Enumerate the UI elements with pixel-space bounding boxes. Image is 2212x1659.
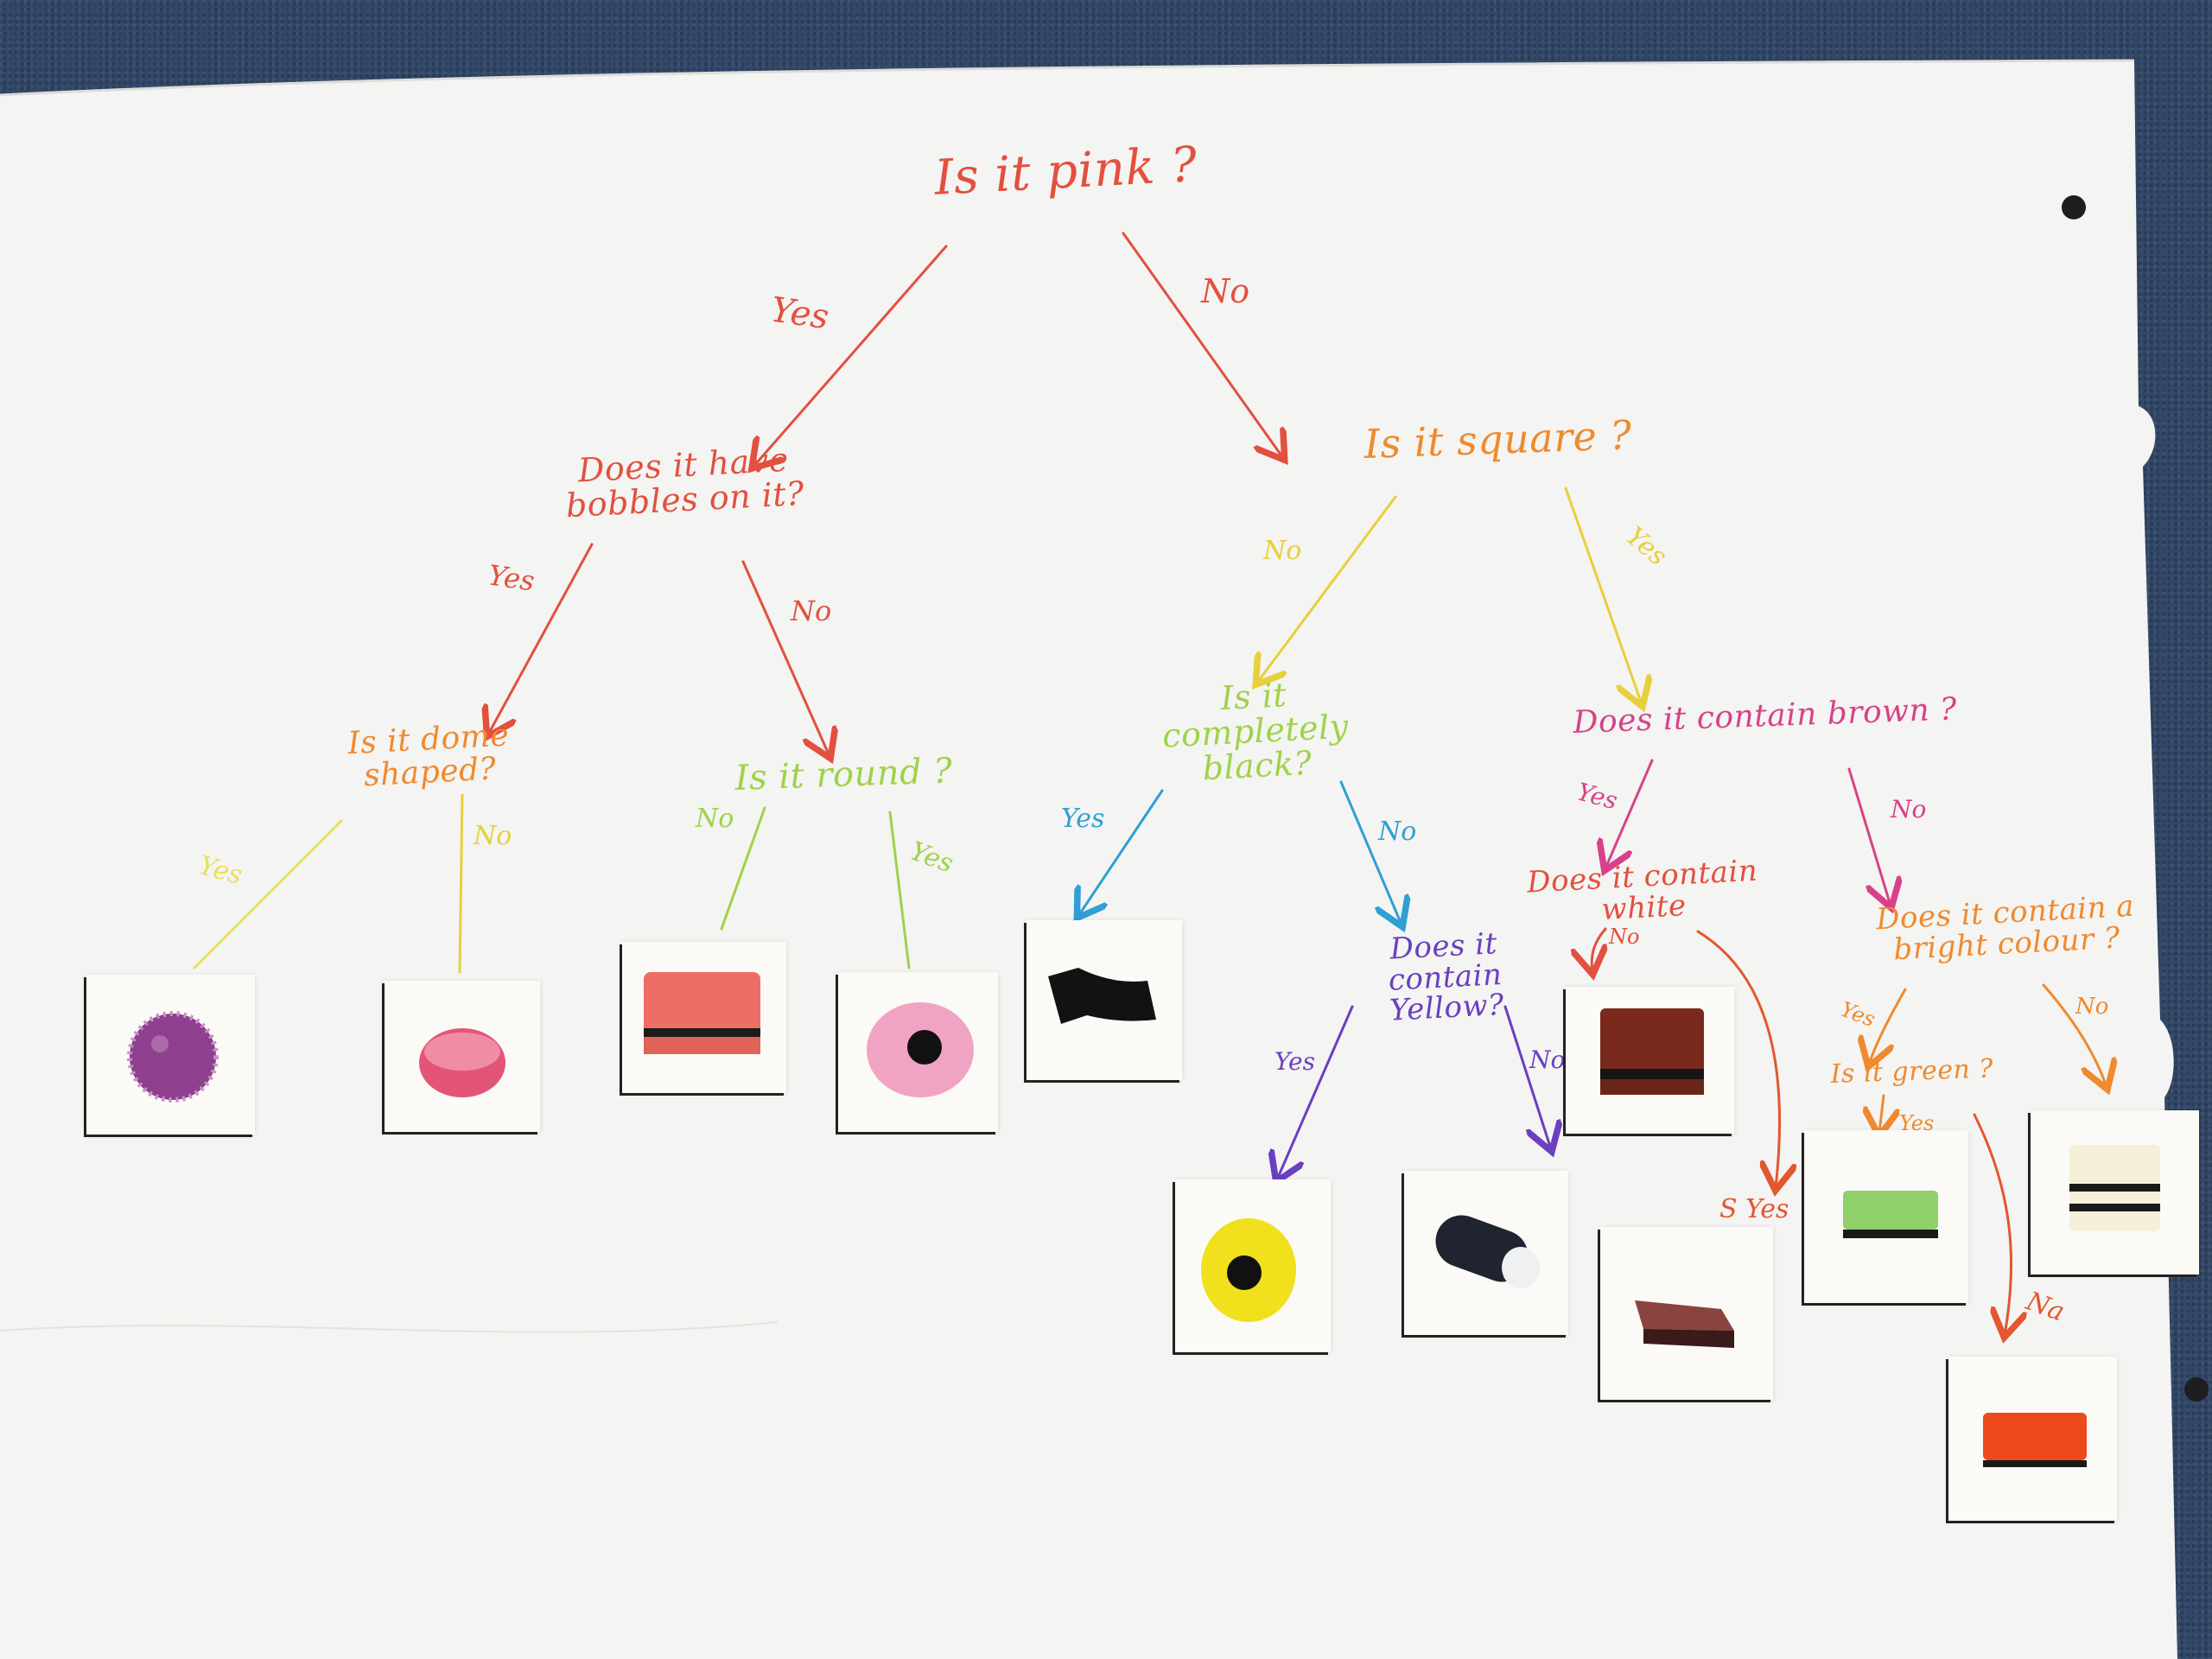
sweet-card-pink-round <box>838 972 998 1132</box>
sweet-card-purple-bobble-dome <box>86 975 255 1135</box>
sweet-card-black <box>1027 920 1182 1080</box>
label-black-no: No <box>1378 817 1417 847</box>
sweet-card-white-layer <box>2031 1110 2199 1274</box>
edge-green-yes <box>1879 1094 1884 1134</box>
node-contain-white: Does it contain white <box>1526 853 1759 927</box>
sweet-card-brown-flat <box>1600 1227 1773 1400</box>
edge-black-no <box>1339 780 1402 925</box>
edge-brown-yes <box>1605 759 1654 868</box>
label-root-no: No <box>1201 272 1250 310</box>
edge-brown-no <box>1847 767 1891 906</box>
edge-white-yes <box>1696 930 1780 1188</box>
label-yellow-no: No <box>1529 1046 1566 1074</box>
node-contain-yellow: Does it contain Yellow? <box>1387 926 1505 1029</box>
edge-round-no <box>720 806 766 931</box>
sweet-card-black-white-roll <box>1404 1171 1568 1335</box>
edge-dome-no <box>458 793 464 974</box>
edge-root-yes <box>753 245 948 467</box>
sweet-card-orange-layer <box>1948 1357 2117 1521</box>
edge-bobbles-no <box>741 560 830 756</box>
label-bobbles-no: No <box>791 594 832 627</box>
punch-hole-top <box>2062 195 2086 219</box>
label-bobbles-yes: Yes <box>486 558 537 598</box>
label-yellow-yes: Yes <box>1274 1047 1315 1076</box>
node-is-it-square: Is it square ? <box>1363 411 1633 467</box>
sweet-card-green-layer <box>1804 1130 1968 1303</box>
sweet-card-pink-bobble-round <box>385 981 540 1132</box>
edge-bright-yes <box>1869 988 1907 1065</box>
node-bobbles: Does it have bobbles on it? <box>564 440 805 525</box>
edge-green-no <box>1973 1113 2012 1335</box>
edge-bright-no <box>2042 983 2107 1087</box>
node-dome-shaped: Is it dome shaped? <box>346 717 511 794</box>
edge-yellow-no <box>1503 1005 1551 1149</box>
label-dome-no: No <box>474 821 512 851</box>
label-white-no: No <box>1609 925 1640 949</box>
edge-dome-yes <box>193 819 343 969</box>
label-white-yes: S Yes <box>1719 1194 1789 1224</box>
edge-black-yes <box>1078 789 1164 916</box>
punch-hole-bottom <box>2184 1377 2209 1402</box>
label-brown-no: No <box>1891 795 1927 823</box>
edge-square-no <box>1257 495 1397 683</box>
label-black-yes: Yes <box>1061 804 1105 834</box>
edge-yellow-yes <box>1277 1005 1354 1179</box>
sweet-card-brown-layer <box>1566 987 1734 1134</box>
label-round-no: No <box>696 804 734 834</box>
edge-bobbles-yes <box>488 543 594 734</box>
label-root-yes: Yes <box>768 289 832 338</box>
node-is-it-green: Is it green ? <box>1829 1053 1994 1090</box>
edge-square-yes <box>1564 486 1642 704</box>
label-square-no: No <box>1263 536 1302 566</box>
edge-root-no <box>1122 232 1283 458</box>
sweet-card-pink-square <box>622 942 786 1093</box>
edge-white-no <box>1592 927 1605 972</box>
node-completely-black: Is it completely black? <box>1161 676 1350 788</box>
sweet-card-yellow-round <box>1175 1179 1331 1352</box>
edge-round-yes <box>888 810 911 969</box>
label-bright-no: No <box>2075 994 2109 1020</box>
node-is-it-round: Is it round ? <box>734 751 954 798</box>
